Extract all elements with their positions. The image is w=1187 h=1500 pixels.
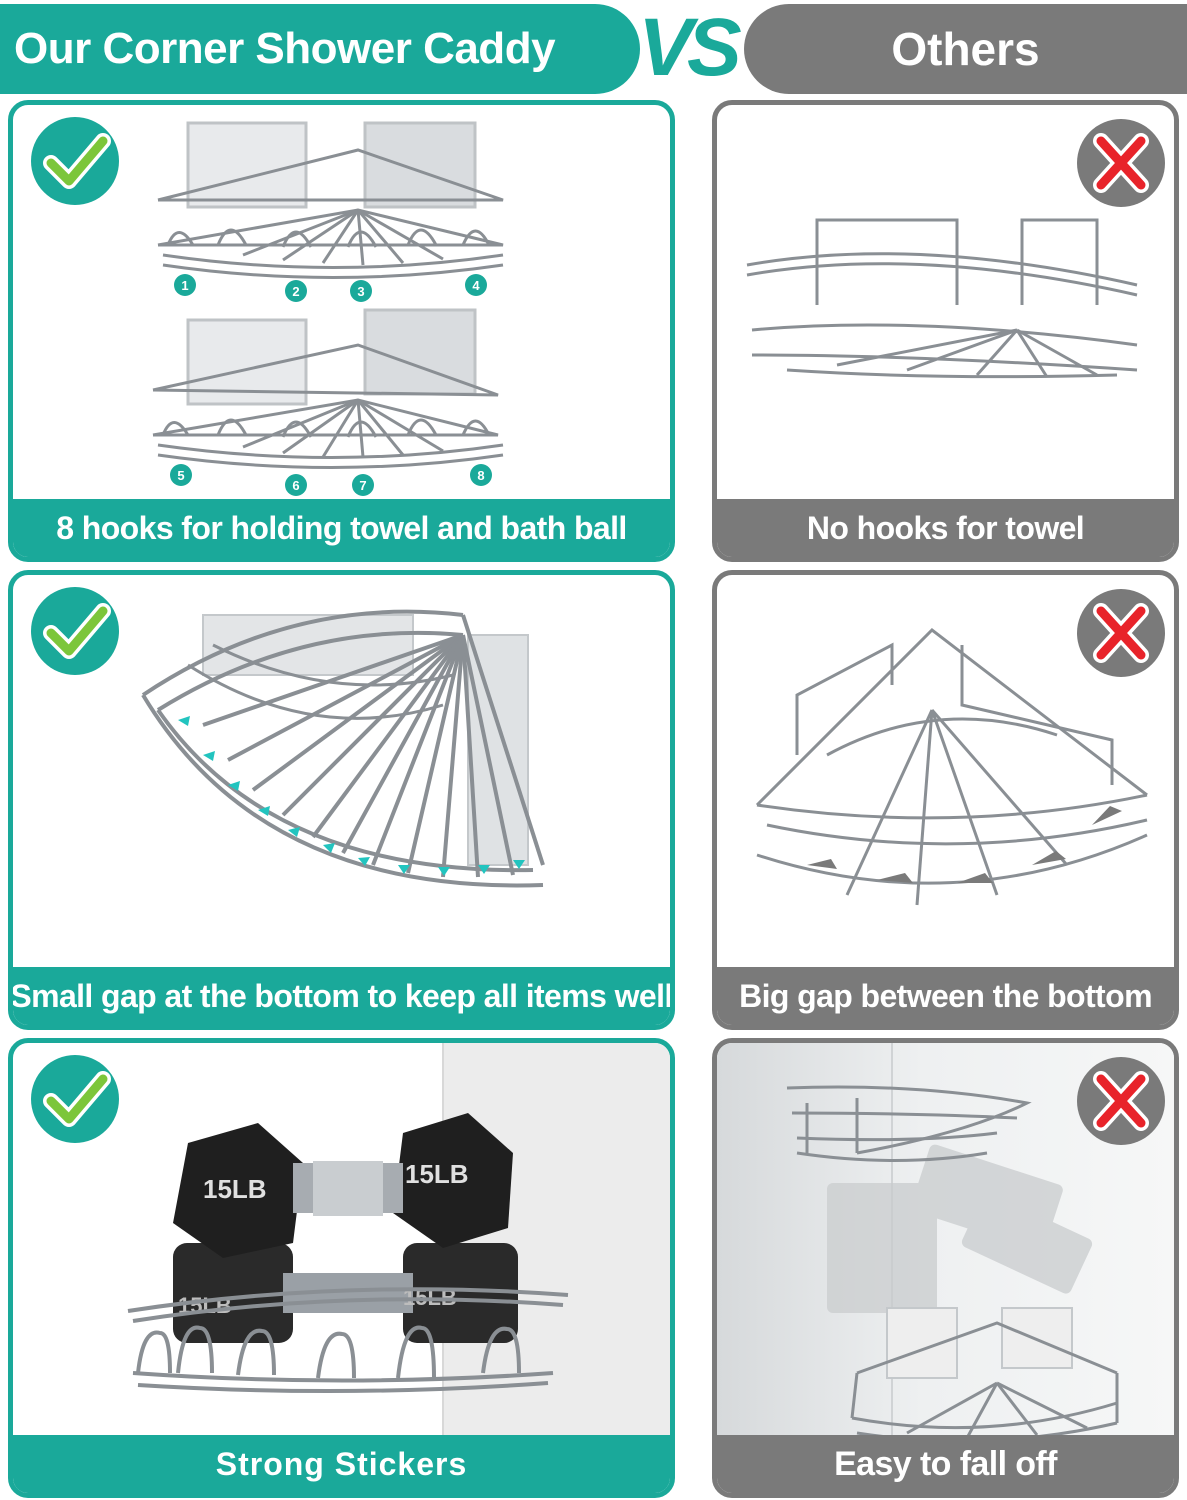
hook-number-3: 3 [357,284,364,299]
caddy-no-hooks-image [717,105,1174,499]
hook-number-6-marker [285,474,307,496]
hook-number-1: 1 [181,278,188,293]
caddy-small-gap-drawing [141,609,545,888]
hook-number-8: 8 [477,468,484,483]
hook-number-2: 2 [292,284,299,299]
caption-others-fall: Easy to fall off [717,1435,1174,1493]
caddy-big-gap-image [717,575,1174,967]
hook-number-5: 5 [177,468,184,483]
panel-others-gap: Big gap between the bottom [712,570,1179,1030]
header-others-title: Others [744,4,1187,94]
vs-label: VS [638,2,741,93]
caddy-big-gap-drawing [755,628,1148,906]
panel-ours-hooks: 1 2 3 4 5 6 7 8 8 hooks for holding towe… [8,100,675,562]
hook-number-5-marker [170,464,192,486]
weight-label-1: 15LB [203,1174,267,1204]
cross-icon [1075,117,1167,209]
hook-number-4-marker [465,274,487,296]
cross-icon [1075,587,1167,679]
caption-others-gap: Big gap between the bottom [717,967,1174,1025]
hook-number-7-marker [352,474,374,496]
caddy-with-dumbbells-drawing: 15LB 15LB 15LB 15LB [127,1043,670,1435]
hook-number-6: 6 [292,478,299,493]
check-icon [29,585,121,677]
caddy-hooks-image: 1 2 3 4 5 6 7 8 [13,105,670,499]
cross-icon [1075,1055,1167,1147]
hook-number-1-marker [174,274,196,296]
hook-number-8-marker [470,464,492,486]
caddy-with-hooks-drawing: 1 2 3 4 5 6 7 8 [152,121,504,496]
caddy-small-gap-image [13,575,670,967]
check-icon [29,1053,121,1145]
caption-ours-gap: Small gap at the bottom to keep all item… [13,967,670,1025]
caddy-without-hooks-drawing [746,218,1138,379]
panel-ours-stickers: 15LB 15LB 15LB 15LB Strong Stickers [8,1038,675,1498]
caption-others-hooks: No hooks for towel [717,499,1174,557]
hook-number-4: 4 [472,278,480,293]
caddy-dumbbells-image: 15LB 15LB 15LB 15LB [13,1043,670,1435]
check-icon [29,115,121,207]
caption-ours-stickers: Strong Stickers [13,1435,670,1493]
header-ours-title: Our Corner Shower Caddy [0,4,640,94]
panel-ours-gap: Small gap at the bottom to keep all item… [8,570,675,1030]
hook-number-7: 7 [359,478,366,493]
panel-others-fall: Easy to fall off [712,1038,1179,1498]
panel-others-hooks: No hooks for towel [712,100,1179,562]
hook-number-2-marker [285,280,307,302]
hook-number-3-marker [350,280,372,302]
weight-label-2: 15LB [405,1159,469,1189]
caption-ours-hooks: 8 hooks for holding towel and bath ball [13,499,670,557]
